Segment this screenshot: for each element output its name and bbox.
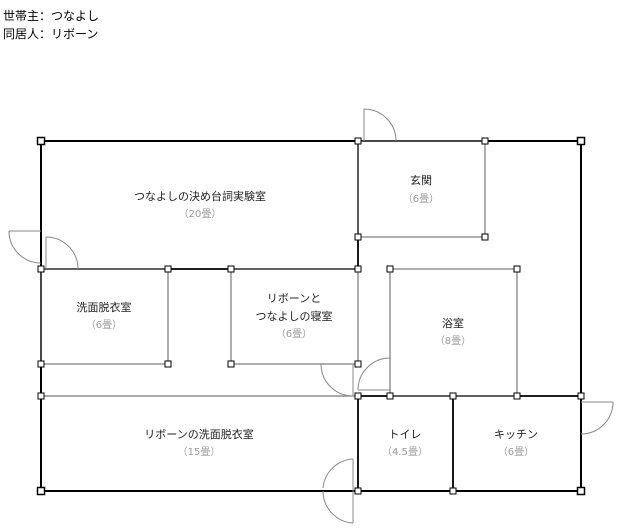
wall-node — [354, 265, 362, 273]
room-name: 玄関 — [410, 173, 432, 187]
room-label-shinshitsu: リボーンと つなよしの寝室 （6畳） — [256, 292, 333, 340]
head-of-household-label: 世帯主：つなよし — [3, 9, 100, 23]
doors — [8, 108, 614, 524]
room-name-line1: リボーンと — [267, 292, 321, 305]
room-size: （4.5畳） — [382, 446, 428, 458]
room-label-genkan: 玄関 （6畳） — [403, 173, 439, 205]
room-label-kitchen: キッチン （6畳） — [494, 428, 538, 458]
room-name: つなよしの決め台詞実験室 — [134, 189, 266, 203]
room-size: （6畳） — [498, 446, 534, 458]
door-left-inside — [45, 236, 79, 270]
wall-node — [36, 486, 46, 496]
door-top — [363, 108, 397, 142]
wall-node — [36, 136, 46, 146]
partitions — [40, 140, 518, 397]
wall-node — [37, 265, 45, 273]
wall-node — [449, 392, 457, 400]
wall-node — [513, 392, 521, 400]
cohabitant-label: 同居人：リボーン — [3, 27, 99, 41]
wall-node — [37, 360, 45, 368]
door-left-outside — [8, 230, 42, 264]
wall-nodes — [36, 136, 586, 496]
room-size: （15畳） — [178, 446, 221, 458]
wall-node — [227, 265, 235, 273]
room-name: 浴室 — [442, 316, 464, 330]
wall-node — [164, 265, 172, 273]
room-name-line2: つなよしの寝室 — [256, 309, 333, 323]
room-name: キッチン — [494, 428, 538, 441]
room-size: （6畳） — [276, 328, 312, 340]
wall-node — [449, 487, 457, 495]
door-right — [580, 401, 614, 435]
room-label-reborn-senmen: リボーンの洗面脱衣室 （15畳） — [144, 427, 253, 458]
wall-node — [386, 265, 394, 273]
wall-node — [354, 487, 362, 495]
room-size: （6畳） — [403, 193, 439, 205]
room-size: （20畳） — [179, 208, 222, 220]
wall-node — [577, 392, 585, 400]
room-size: （8畳） — [435, 335, 471, 347]
room-name: リボーンの洗面脱衣室 — [144, 427, 253, 441]
wall-node — [513, 265, 521, 273]
wall-node — [576, 486, 586, 496]
wall-node — [354, 137, 362, 145]
wall-node — [37, 392, 45, 400]
wall-node — [354, 233, 362, 241]
door-bedroom — [320, 363, 354, 397]
wall-node — [481, 233, 489, 241]
wall-node — [354, 360, 362, 368]
room-name: 洗面脱衣室 — [77, 300, 132, 314]
wall-node — [386, 392, 394, 400]
room-label-toilet: トイレ （4.5畳） — [382, 428, 428, 458]
room-label-senmen: 洗面脱衣室 （6畳） — [77, 300, 132, 331]
wall-node — [481, 137, 489, 145]
room-name: トイレ — [389, 428, 422, 441]
wall-node — [354, 392, 362, 400]
wall-node — [576, 136, 586, 146]
door-bottom — [322, 458, 354, 524]
room-label-kimezerifu: つなよしの決め台詞実験室 （20畳） — [134, 189, 266, 220]
wall-node — [164, 360, 172, 368]
wall-node — [227, 360, 235, 368]
room-size: （6畳） — [86, 319, 122, 331]
room-label-yokushitsu: 浴室 （8畳） — [435, 316, 471, 347]
door-bath — [357, 357, 391, 391]
